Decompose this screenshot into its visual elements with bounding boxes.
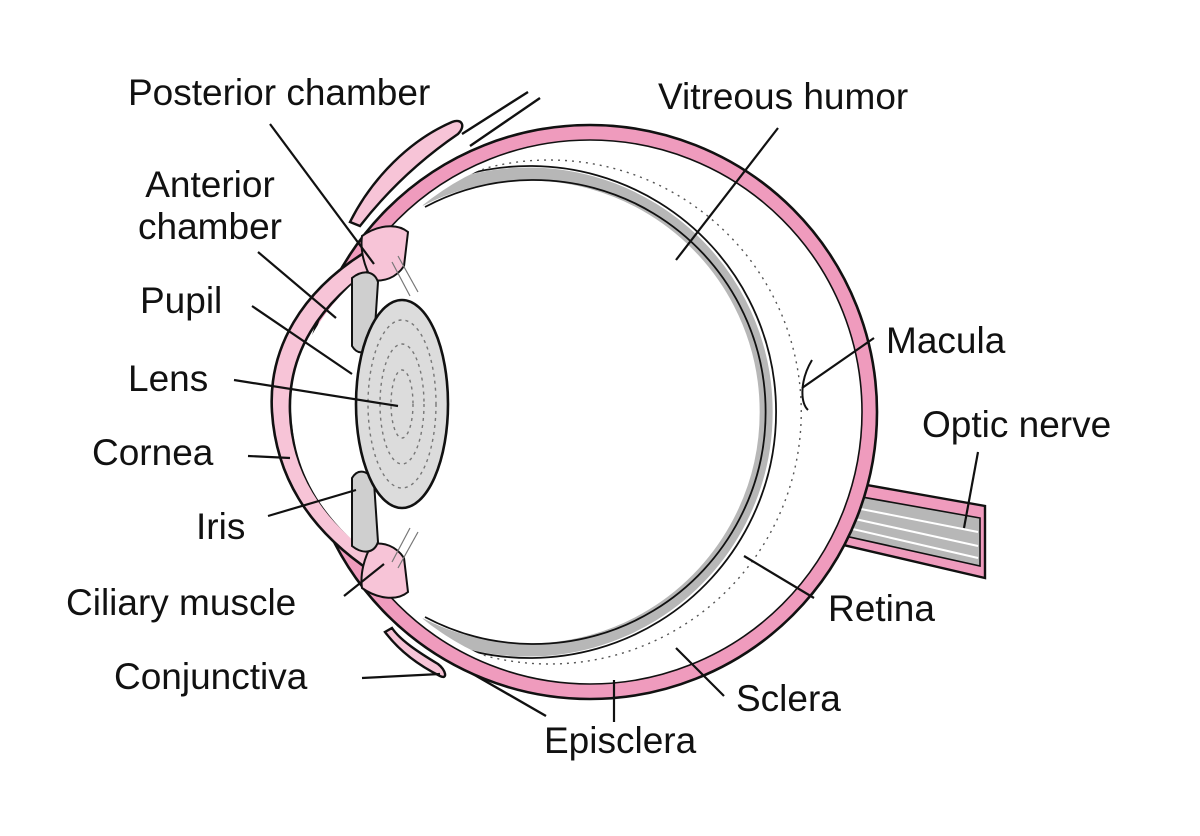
label-lens: Lens (128, 358, 209, 399)
ciliary-body-upper (360, 225, 410, 282)
macula-mark (801, 359, 813, 411)
label-posterior-chamber: Posterior chamber (128, 72, 431, 113)
label-conjunctiva: Conjunctiva (114, 656, 308, 697)
label-optic-nerve: Optic nerve (922, 404, 1112, 445)
label-macula: Macula (886, 320, 1006, 361)
zonule-fibers (391, 255, 419, 569)
label-retina: Retina (828, 588, 935, 629)
label-vitreous-humor: Vitreous humor (658, 76, 909, 117)
label-ciliary-muscle: Ciliary muscle (66, 582, 297, 623)
ciliary-body-lower (360, 542, 410, 599)
label-episclera: Episclera (544, 720, 697, 761)
upper-eyelid (348, 90, 541, 228)
label-cornea: Cornea (92, 432, 214, 473)
label-iris: Iris (196, 506, 246, 547)
label-pupil: Pupil (140, 280, 223, 321)
label-anterior-chamber: Anterior chamber (138, 164, 282, 247)
label-sclera: Sclera (736, 678, 841, 719)
leader-lines (233, 123, 980, 722)
lens (354, 298, 450, 510)
